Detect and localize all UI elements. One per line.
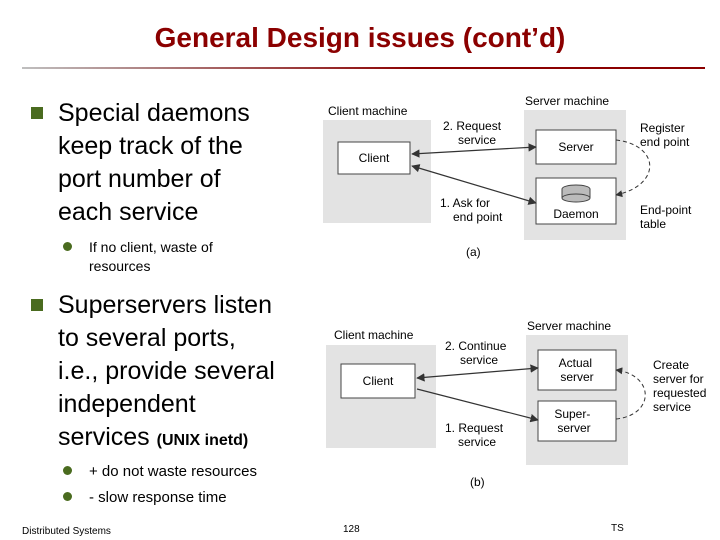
sub-line: + do not waste resources xyxy=(89,463,258,480)
client-box xyxy=(340,363,416,399)
actual-server-box xyxy=(537,349,617,391)
end-point-table-label: End-point table xyxy=(640,203,695,231)
step1-label: 1. Ask for end point xyxy=(440,196,503,224)
bullet-superservers: Superservers listen to several ports, i.… xyxy=(31,289,275,457)
arrow-ask-end-point xyxy=(411,164,537,205)
superserver-box xyxy=(537,400,617,442)
client-box xyxy=(337,141,411,175)
server-machine-label: Server machine xyxy=(527,319,611,333)
square-bullet-icon xyxy=(31,107,43,119)
bullet-line: port number of xyxy=(58,165,221,193)
square-bullet-icon xyxy=(31,299,43,311)
footer-page-number: 128 xyxy=(343,524,360,535)
bullet-line: i.e., provide several xyxy=(58,357,275,385)
slide-title: General Design issues (cont’d) xyxy=(154,22,566,53)
sub-bullet-con: - slow response time xyxy=(63,488,227,507)
dot-bullet-icon xyxy=(63,242,72,251)
register-label: Register end point xyxy=(640,121,690,149)
bullet-line: keep track of the xyxy=(58,132,243,160)
title-rule xyxy=(22,67,705,69)
bullet-line: to several ports, xyxy=(58,324,236,352)
bullet-line: independent xyxy=(58,390,196,418)
client-machine-label: Client machine xyxy=(328,104,408,118)
caption-a: (a) xyxy=(466,245,481,259)
footer-right: TS xyxy=(611,523,624,534)
sub-line: - slow response time xyxy=(89,489,227,506)
step2-label: 2. Request service xyxy=(443,119,504,147)
bullet-text: services xyxy=(58,423,157,451)
dot-bullet-icon xyxy=(63,466,72,475)
dot-bullet-icon xyxy=(63,492,72,501)
arrow-continue-service xyxy=(416,364,539,382)
arrow-request-service xyxy=(416,388,539,423)
sub-line: resources xyxy=(89,258,151,274)
sub-bullet-no-client: If no client, waste of resources xyxy=(63,238,213,276)
bullet-line: Special daemons xyxy=(58,99,250,127)
footer-left: Distributed Systems xyxy=(22,526,111,537)
server-machine-label: Server machine xyxy=(525,94,609,108)
sub-bullet-pro: + do not waste resources xyxy=(63,462,258,481)
diagram-b: Client machine Client Server machine Act… xyxy=(326,319,710,489)
bullet-line: each service xyxy=(58,198,199,226)
caption-b: (b) xyxy=(470,475,485,489)
bullet-special-daemons: Special daemons keep track of the port n… xyxy=(31,97,250,229)
bullet-line: Superservers listen xyxy=(58,291,272,319)
arrow-request-service xyxy=(411,143,537,158)
diagram-a: Client machine Client Server machine Ser… xyxy=(323,94,695,259)
client-label: Client xyxy=(363,374,394,388)
arrow-create-server xyxy=(615,367,646,420)
end-point-table-icon xyxy=(561,184,591,203)
superserver-label: Super- server xyxy=(554,407,593,435)
daemon-label: Daemon xyxy=(553,207,598,221)
arrow-register xyxy=(615,139,651,198)
create-server-label: Create server for requested service xyxy=(653,358,710,414)
actual-server-label: Actual server xyxy=(559,356,596,384)
bullet-note: (UNIX inetd) xyxy=(156,432,249,449)
server-label: Server xyxy=(558,140,593,154)
step1-label: 1. Request service xyxy=(445,421,506,449)
bullet-line: services (UNIX inetd) xyxy=(58,421,275,457)
step2-label: 2. Continue service xyxy=(445,339,510,367)
client-label: Client xyxy=(359,151,390,165)
sub-line: If no client, waste of xyxy=(89,239,213,255)
client-machine-label: Client machine xyxy=(334,328,414,342)
